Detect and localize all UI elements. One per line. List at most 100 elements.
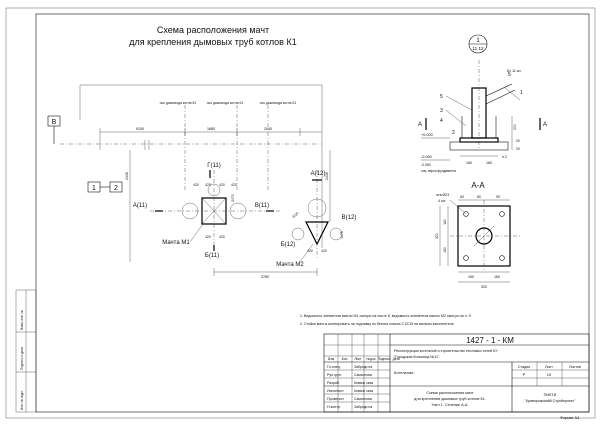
plate-dim-top-2: 80 [477, 195, 481, 199]
role-5: Проверил [327, 397, 344, 401]
hdr-sign: Подпись [378, 357, 391, 361]
base-dim-1: 160 [466, 161, 472, 165]
mast-m2-dim-4: 420 [321, 249, 327, 253]
drawing-frame [35, 13, 590, 413]
name-2: Самсонова [354, 373, 372, 377]
axis-label-3: ось дымохода котла К1 [260, 101, 297, 105]
note-2: 2. Стойки мачты монтировать на подливку … [300, 322, 455, 326]
hdr-list: Лист [354, 357, 362, 361]
section-v11: В(11) [255, 203, 269, 209]
drawing-title-line2: для крепления дымовых труб котлов К1 [129, 37, 296, 47]
name-5: Самсонова [354, 397, 372, 401]
sheet-border [5, 7, 596, 419]
dim-side-3: 2070 [231, 194, 235, 202]
name-3: Коваль ская [354, 381, 373, 385]
org-name-2: "Криворожскийй Стройпроект" [525, 399, 576, 403]
mast-m2-label: Мачта М2 [276, 262, 304, 268]
node-number: 1 [476, 38, 480, 44]
mast-m1-dim-6: 420 [219, 235, 225, 239]
sheet-title-3: Узел 1. Сечение А-А. [432, 403, 469, 407]
section-a-marker-right: А [543, 122, 547, 128]
hole-count: 4 шт. [438, 199, 446, 203]
note-p2: п.2 [502, 155, 507, 159]
role-6: Н.контр. [327, 405, 341, 409]
base-dim-3: 200 [513, 124, 517, 130]
sheet-number: 10 [547, 372, 552, 377]
stage-hdr: Стадия [518, 365, 530, 369]
mast-m1-dim-5: 420 [205, 235, 211, 239]
side-stamp-replace: Взам. инв. № [20, 310, 24, 330]
building-name: Котельная [394, 370, 413, 375]
base-dim-5: 20 [516, 147, 520, 151]
section-a11: А(11) [133, 203, 147, 209]
project-line-2: "Городская больница №11". [394, 355, 440, 359]
hdr-doc: №док [367, 357, 377, 361]
section-a12: А(12) [311, 171, 326, 177]
base-dim-4: 20 [516, 139, 520, 143]
mast-m2-dim-3: 420 [307, 249, 313, 253]
role-2: Рук.груп. [327, 373, 342, 377]
side-stamp: Инв. № подл. Подпись и дата Взам. инв. № [15, 289, 37, 413]
name-6: Заброди на [354, 405, 372, 409]
axis-label-1: ось дымохода котла К1 [160, 101, 197, 105]
dim-side-1: 2430 [125, 172, 129, 180]
dim-top-1: 9150 [136, 127, 144, 131]
plate-dim-top-1: 60 [460, 195, 464, 199]
dim-bottom: 3780 [261, 275, 269, 279]
mast-m1-dim-2: 420 [219, 183, 225, 187]
name-4: Коваль ская [354, 389, 373, 393]
callout-5-top: 5 [508, 72, 511, 78]
dim-top-3: 2040 [264, 127, 272, 131]
side-stamp-sign: Подпись и дата [20, 347, 24, 370]
plate-dim-bottom-1: 160 [468, 275, 474, 279]
mast-post [471, 87, 487, 139]
callout-3: 3 [440, 108, 443, 114]
callout-5-left: 5 [440, 94, 443, 100]
project-line-1: Реконструкция котельной и строительство … [394, 349, 498, 353]
name-1: Заброди на [354, 365, 372, 369]
section-b11: Б(11) [205, 253, 219, 259]
mast-m1-dim-4: 420 [231, 183, 237, 187]
plan-view: ось дымохода котла К1 ось дымохода котла… [47, 84, 357, 279]
note-1: 1. Ведомость элементов мачты М1 смотри н… [300, 314, 472, 318]
hdr-izm: Изм [328, 357, 335, 361]
mast-m2-dim-2: 1175 [340, 231, 344, 238]
title-block: 1427 - 1 - КМ Реконструкция котельной и … [323, 333, 590, 413]
mast-m1-dim-1: 420 [205, 183, 211, 187]
axis-label-2: ось дымохода котла К1 [207, 101, 244, 105]
section-a-a: А-А отв.Ø23 4 шт. 60 80 90 160 160 320 1… [435, 181, 520, 289]
callout-1: 1 [520, 90, 523, 96]
callout-2: 2 [452, 130, 455, 136]
elevation-zero: +0.000 [421, 133, 433, 137]
role-4: Исполнил [327, 389, 343, 393]
section-a-marker-left: А [418, 122, 422, 128]
elevation-mark-2: -0.050 [421, 163, 431, 167]
detail-node-1: 1 11.12 Бл 11 шт. 5 1 5 3 4 2 +0.000 -0.… [418, 34, 547, 173]
plate-dim-left-2: 160 [443, 247, 447, 253]
doc-code: 1427 - 1 - КМ [466, 336, 514, 345]
node-sheet: 11.12 [472, 46, 484, 51]
grid-box-v-label: В [52, 119, 57, 126]
plate-dim-left-1: 160 [443, 219, 447, 225]
sheet-hdr: Лист [545, 365, 553, 369]
sheet-title-1: Схема расположения мачт [426, 391, 474, 395]
grid-box-2-label: 2 [114, 185, 118, 192]
plate-dim-total: 320 [481, 285, 487, 289]
hdr-date: Дата [392, 357, 399, 361]
elevation-low: -0.050 [421, 155, 432, 159]
role-1: Гл.спец. [327, 365, 341, 369]
mast-m2-dim-1: 2020 [291, 211, 299, 219]
dim-side-2: 2430 [325, 172, 329, 180]
hole-label: отв.Ø23 [436, 193, 449, 197]
plate-dim-top-3: 90 [496, 195, 500, 199]
drawing-title-line1: Схема расположения мачт [157, 25, 269, 35]
elevation-mark: отм. верха фундамента [421, 169, 456, 173]
sheet-title-2: для крепления дымовых труб котлов К1. [414, 397, 486, 401]
section-v12: В(12) [342, 215, 357, 221]
hdr-kol: Кол. [342, 357, 349, 361]
mast-m1-label: Мачта М1 [162, 240, 190, 246]
mast-m1-dim-3: 420 [193, 183, 199, 187]
section-title: А-А [471, 181, 485, 190]
base-dim-2: 160 [486, 161, 492, 165]
